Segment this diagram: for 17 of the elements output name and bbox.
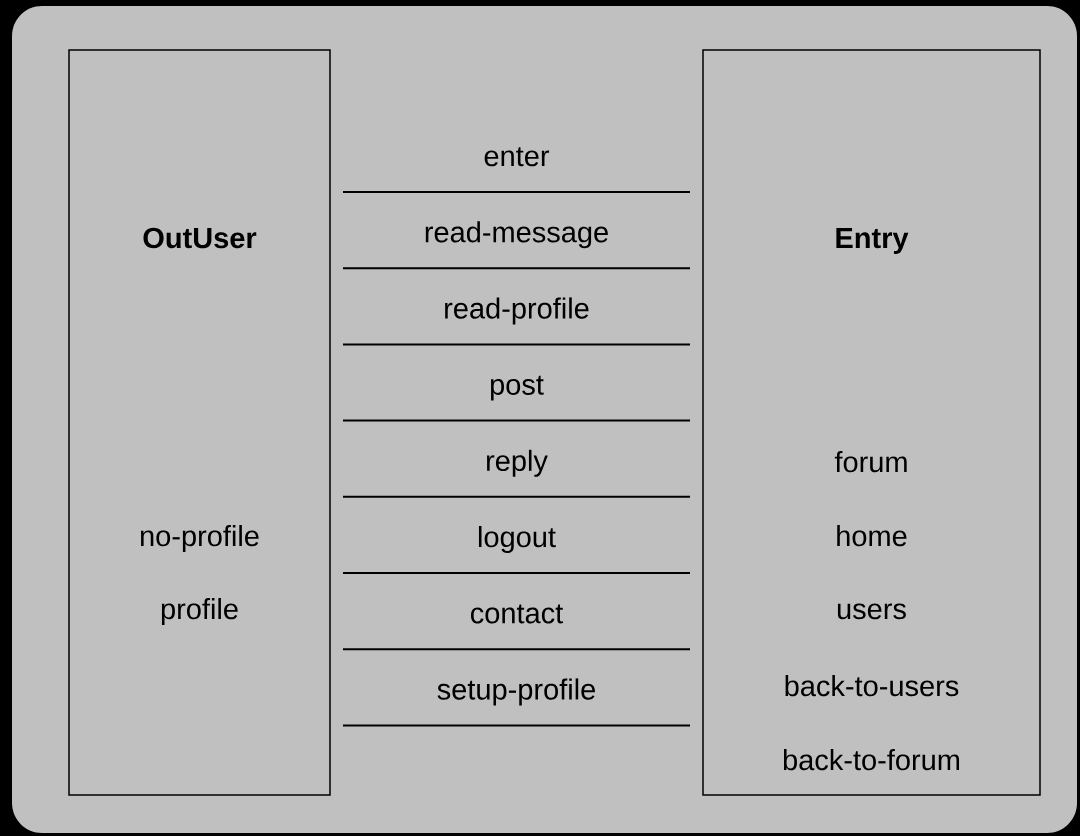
message-label: reply xyxy=(487,449,548,477)
message-label: post xyxy=(490,375,544,401)
item-text: no-profile xyxy=(141,525,259,552)
item-text: home xyxy=(837,525,907,547)
message-label: contact xyxy=(471,604,564,624)
item-text: forum xyxy=(834,451,907,473)
box-heading: OutUser xyxy=(143,227,257,249)
message-label: enter xyxy=(484,147,550,167)
message-label: setup-profile xyxy=(437,678,595,706)
message-label: logout xyxy=(478,526,556,553)
item-text: back-to-users xyxy=(785,675,959,697)
message-label: read-profile xyxy=(445,297,589,325)
message-label: read-message xyxy=(425,221,608,249)
box-heading: Entry xyxy=(836,228,909,254)
item-text: back-to-forum xyxy=(783,749,959,771)
item-text: users xyxy=(837,603,906,620)
item-text: profile xyxy=(161,598,238,625)
